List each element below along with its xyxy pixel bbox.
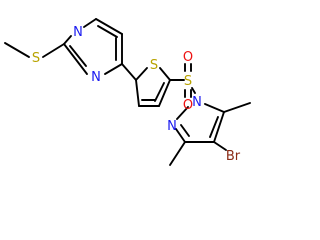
bond-c3-methyl [169,141,186,166]
bond-c4-br [213,141,227,151]
atom-o-top: O [183,50,193,65]
bond-n1-c2-inner [69,45,87,67]
atom-s-methylthio: S [32,51,40,66]
bond-pz-c5-c4 [213,111,225,143]
bond-s-c2 [42,43,65,58]
atom-n-pyrazole-1: N [192,95,202,110]
atom-br: Br [226,149,241,164]
bond-pz-n1-n2 [176,106,189,120]
atom-n-pyrimidine-top: N [73,25,83,40]
bond-n3-c4 [83,18,97,28]
atom-n-pyrazole-2: N [167,119,177,134]
atom-label-layer: S N N S S O O N N Br [32,25,241,164]
bond-th-c5-c4-inner [154,82,165,102]
bond-layer [4,18,251,166]
molecule-structure-diagram: S N N S S O O N N Br [4,18,251,166]
bond-c6-thiophene [121,63,137,81]
atom-s-sulfonyl: S [184,74,192,89]
bond-th-s-c5 [159,67,171,81]
bond-c4-c5 [95,18,123,35]
bond-c4-c5-inner [97,25,118,38]
atom-n-pyrimidine-bottom: N [91,70,101,85]
bond-pz-c3-n2-inner [180,124,190,137]
bond-pz-n1-c5 [204,103,225,113]
bond-c5-methyl [223,102,251,113]
bond-methyl-s [4,42,30,58]
bond-pz-c3-n2 [175,128,186,143]
atom-s-thiophene: S [150,58,158,73]
atom-o-bottom: O [183,98,193,113]
bond-th-c2-s [135,67,148,81]
bond-c2-n3 [63,35,72,45]
bond-th-c3-c2 [135,79,140,107]
bond-so2-n1 [191,87,196,94]
bond-th-c5-c4 [158,79,171,107]
bond-c6-n1 [104,63,123,75]
bond-pz-c5-c4-inner [209,116,219,138]
bond-n1-c2 [63,43,88,75]
